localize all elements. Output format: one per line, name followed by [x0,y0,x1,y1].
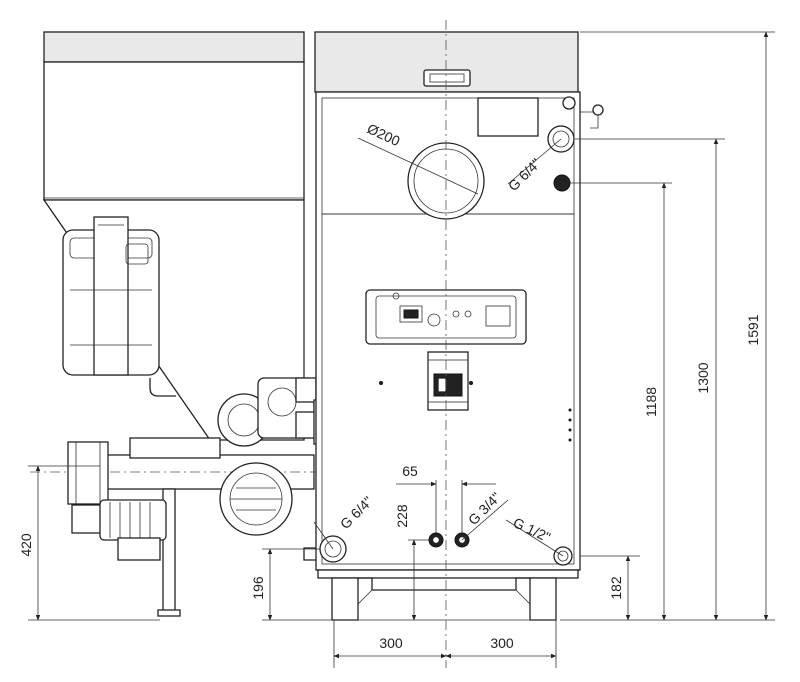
dim-spacing-center: 65 [402,463,418,479]
pellet-canister [62,216,176,397]
dim-height-total: 1591 [745,314,761,345]
boiler-body [303,31,604,571]
boiler-base [317,569,579,621]
dim-height-center-conn: 228 [394,504,410,528]
dim-width-right: 300 [490,635,514,651]
dimension-lines [28,31,775,668]
dim-height-left-conn: 196 [250,576,266,600]
dim-height-auger: 420 [18,533,34,557]
burner-fan [217,377,333,536]
dim-height-flue: 1300 [695,362,711,393]
dim-width-left: 300 [379,635,403,651]
dim-height-upper-conn: 1188 [643,387,659,417]
dim-height-right-conn: 182 [608,576,624,600]
pellet-auger [30,437,330,617]
